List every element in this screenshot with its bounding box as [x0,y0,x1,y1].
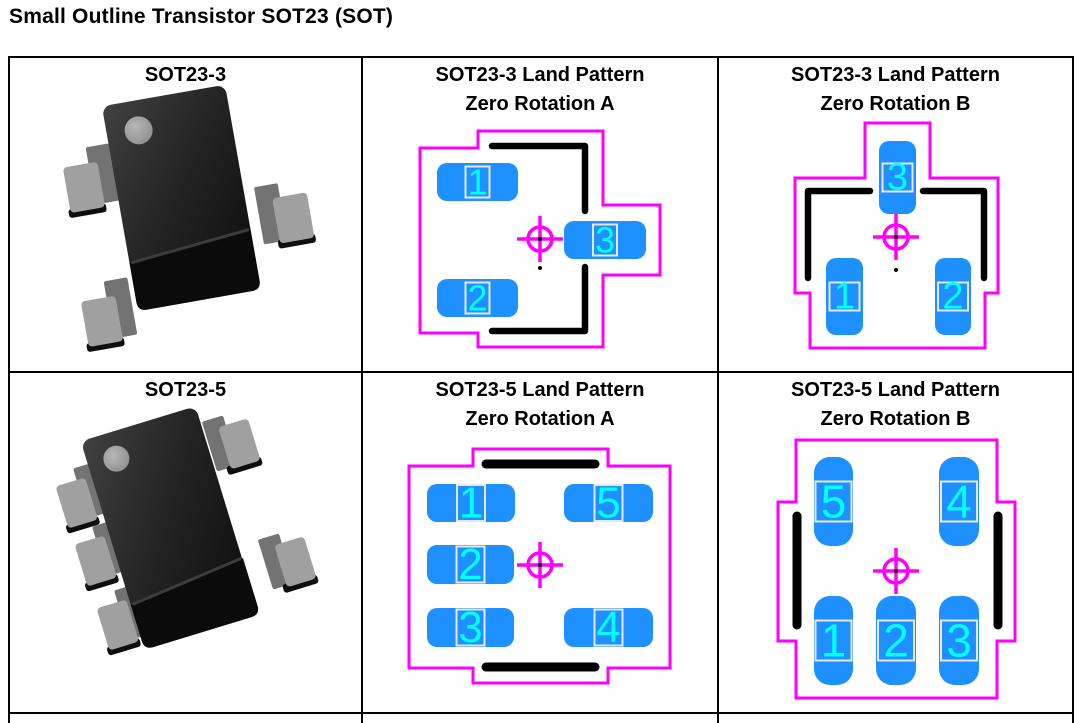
cell-sot23-5-pattern-a: SOT23-5 Land Pattern Zero Rotation A 1 5… [363,373,719,712]
pad-3: 3 [879,141,916,214]
pad-3: 3 [939,596,979,685]
pad-2: 2 [876,596,916,685]
pad-4: 4 [564,603,653,652]
pad-number: 1 [821,615,847,667]
pin1-dimple [103,445,130,472]
pad-number: 3 [946,615,972,667]
table-continuation-border [8,714,10,723]
component-outline [418,129,662,349]
package-body [82,408,259,648]
pad-number: 3 [595,220,615,261]
pad-number: 2 [467,278,487,319]
origin-crosshair-icon [517,216,563,262]
pad-1: 1 [826,258,863,335]
pad-1: 1 [437,162,518,203]
pad-number: 4 [946,476,972,528]
pad-number: 1 [834,276,855,318]
pin1-courtyard-marker-top [488,142,589,215]
pattern-title-line2: Zero Rotation A [465,93,615,115]
cell-header-sot23-5: SOT23-5 [144,379,227,401]
pad-number: 2 [458,540,482,589]
component-outline [407,447,672,685]
pattern-title-line1: SOT23-3 Land Pattern [791,64,1000,86]
pad-number: 1 [467,162,487,203]
sot23-5-photo-illustration [56,408,319,656]
pad-1: 1 [814,596,853,685]
courtyard-marker-bottom [488,263,589,335]
pattern-title-line2: Zero Rotation B [820,408,971,430]
pad-number: 3 [887,157,908,199]
sot23-3-land-pattern-b-diagram: 3 1 2 [793,121,1000,350]
pad-3: 3 [564,220,646,261]
pad-5: 5 [814,457,853,546]
sot23-3-photo-illustration [63,86,316,352]
origin-dot [538,266,542,270]
pin1-courtyard-marker-left [804,187,874,282]
page-title: Small Outline Transistor SOT23 (SOT) [9,5,394,28]
sot23-5-land-pattern-b-diagram: 5 4 1 2 3 [776,438,1017,700]
courtyard-marker-right [919,187,988,282]
cell-sot23-3-photo: SOT23-3 [10,58,363,373]
pattern-title-line2: Zero Rotation A [465,408,615,430]
lead-right [254,183,316,249]
component-outline [793,121,1000,350]
pad-1: 1 [427,479,515,528]
package-table: SOT23-3 [8,56,1074,714]
pad-number: 5 [821,476,847,528]
origin-crosshair-icon [873,214,919,260]
pad-2: 2 [427,540,514,589]
sot23-3-land-pattern-a-diagram: 1 2 3 [418,129,662,349]
pattern-title-line1: SOT23-3 Land Pattern [435,64,645,86]
pad-4: 4 [939,457,979,546]
pad-2: 2 [935,258,971,335]
lead-right-1 [202,415,263,475]
lead-right-2 [258,533,319,593]
cell-header-sot23-3-pattern-b: SOT23-3 Land Pattern Zero Rotation B [719,58,1072,119]
pad-number: 1 [459,479,483,528]
sot23-5-land-pattern-a-diagram: 1 5 2 3 4 [407,447,672,685]
pad-number: 3 [458,603,482,652]
pad-2: 2 [437,278,518,319]
pattern-title-line2: Zero Rotation B [820,93,971,115]
cell-sot23-3-pattern-b: SOT23-3 Land Pattern Zero Rotation B 3 1… [719,58,1072,373]
component-outline [776,438,1017,700]
cell-sot23-5-photo: SOT23-5 [10,373,363,712]
origin-crosshair-icon [517,542,563,588]
origin-dot [894,268,898,272]
table-continuation-border [717,714,719,723]
table-continuation-border [361,714,363,723]
cell-sot23-3-pattern-a: SOT23-3 Land Pattern Zero Rotation A 1 2… [363,58,719,373]
pad-3: 3 [427,603,514,652]
cell-header-sot23-3-pattern-a: SOT23-3 Land Pattern Zero Rotation A [363,58,717,119]
lead-left-top [63,143,119,218]
cell-header-sot23-5-pattern-b: SOT23-5 Land Pattern Zero Rotation B [719,373,1072,434]
origin-crosshair-icon [873,548,919,594]
cell-header-sot23-5-pattern-a: SOT23-5 Land Pattern Zero Rotation A [363,373,717,434]
lead-left-bottom [81,277,137,352]
package-body [103,86,260,310]
pad-number: 5 [596,479,620,528]
pattern-title-line1: SOT23-5 Land Pattern [435,379,645,401]
pad-number: 4 [596,603,620,652]
cell-header-sot23-3: SOT23-3 [144,64,227,86]
pattern-title-line1: SOT23-5 Land Pattern [791,379,1000,401]
pin1-dimple [124,116,153,145]
cell-sot23-5-pattern-b: SOT23-5 Land Pattern Zero Rotation B 5 4… [719,373,1072,712]
pad-number: 2 [883,615,909,667]
pad-number: 2 [942,276,963,318]
table-continuation-border [1072,714,1074,723]
pad-5: 5 [564,479,653,528]
